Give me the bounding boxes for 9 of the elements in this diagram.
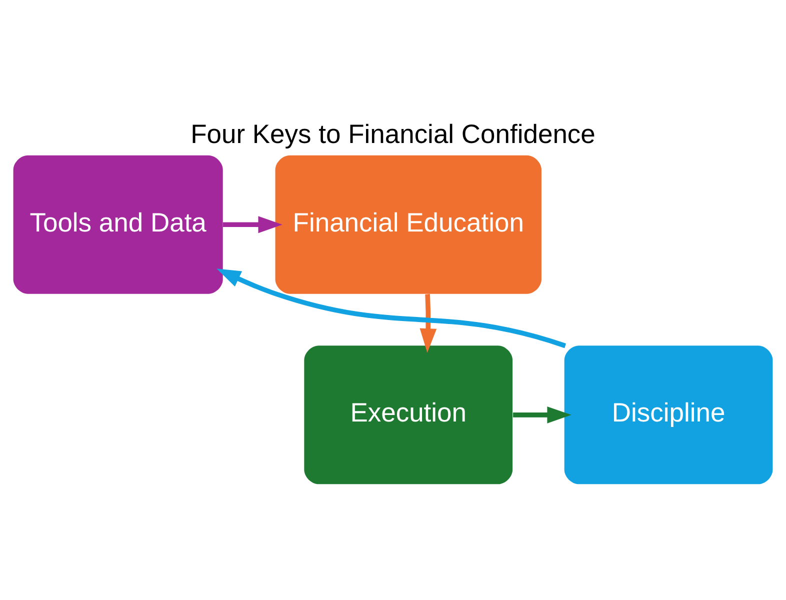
node-box: Tools and Data	[13, 154, 223, 294]
node-box: Financial Education	[275, 154, 542, 294]
node-box: Execution	[304, 345, 513, 484]
arrow	[216, 268, 568, 348]
arrow	[222, 216, 282, 233]
node-box: Discipline	[564, 345, 773, 484]
arrow	[513, 406, 572, 423]
diagram-title: Four Keys to Financial Confidence	[190, 118, 596, 148]
arrow	[420, 294, 437, 352]
